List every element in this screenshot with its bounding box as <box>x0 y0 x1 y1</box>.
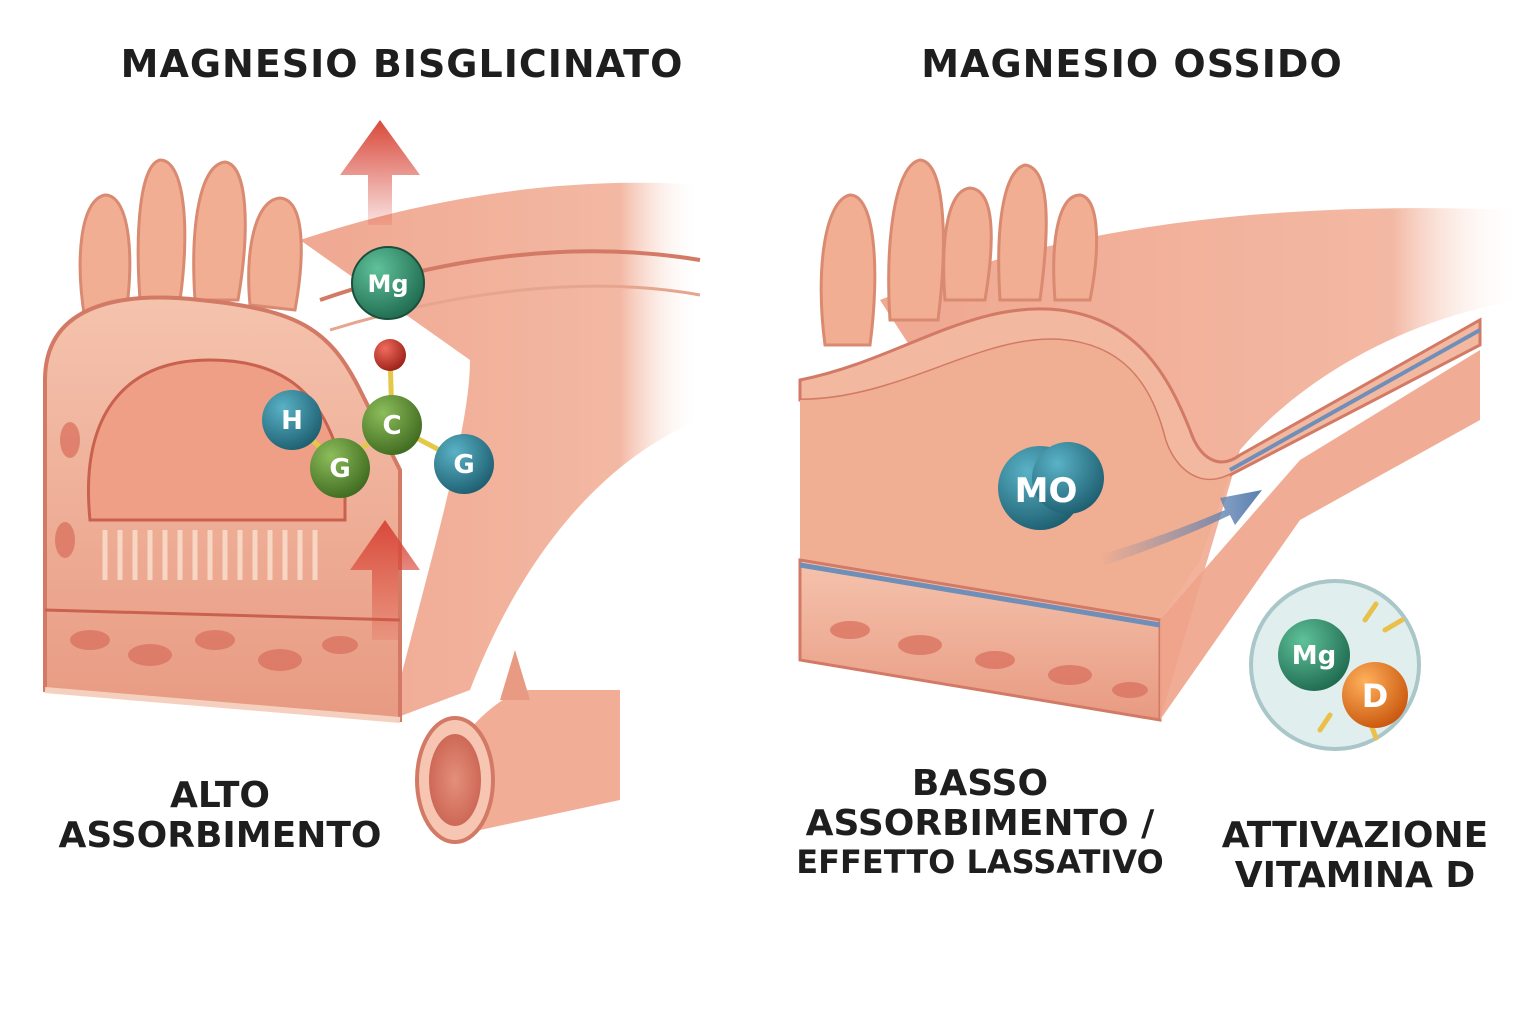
right-caption-line3: EFFETTO LASSATIVO <box>796 842 1164 881</box>
right-tissue-cells <box>830 621 1148 698</box>
svg-text:G: G <box>453 450 474 480</box>
right-caption-line2: ASSORBIMENTO / <box>805 803 1155 845</box>
mo-molecule: MO <box>998 442 1104 530</box>
left-villi <box>78 158 303 322</box>
left-caption: ALTO ASSORBIMENTO <box>40 775 400 857</box>
absorption-arrow-bottom <box>350 520 420 640</box>
left-title: MAGNESIO BISGLICINATO <box>120 42 684 86</box>
left-caption-line2: ASSORBIMENTO <box>58 815 382 857</box>
blood-vessel <box>415 650 620 844</box>
right-title: MAGNESIO OSSIDO <box>921 42 1343 86</box>
atom-c <box>362 395 422 455</box>
left-intestine-tube <box>300 182 700 721</box>
right-villi <box>819 158 1099 347</box>
svg-text:H: H <box>281 406 303 436</box>
svg-text:Mg: Mg <box>367 270 408 298</box>
vitamin-d-caption-line2: VITAMINA D <box>1234 855 1476 897</box>
left-tissue-cells <box>55 422 358 671</box>
oxygen-atom <box>374 339 406 371</box>
vitamin-d-caption-line1: ATTIVAZIONE <box>1221 815 1489 856</box>
svg-text:G: G <box>329 454 350 484</box>
left-microvilli <box>102 530 318 580</box>
svg-text:C: C <box>382 411 401 441</box>
absorption-arrow-top <box>340 120 420 225</box>
svg-text:MO: MO <box>1015 471 1078 511</box>
atom-g-left <box>310 438 370 498</box>
svg-text:D: D <box>1362 677 1389 715</box>
vitamin-d-caption: ATTIVAZIONE VITAMINA D <box>1205 815 1505 897</box>
right-caption-line1: BASSO <box>911 763 1049 804</box>
transit-arrow <box>1100 490 1262 565</box>
left-caption-line1: ALTO <box>169 775 270 816</box>
vitamin-d-ball <box>1342 662 1408 728</box>
svg-text:Mg: Mg <box>1292 641 1336 671</box>
mg-ion-left: Mg <box>351 246 425 320</box>
left-intestine-illustration <box>43 120 701 844</box>
atom-g-right <box>434 434 494 494</box>
right-caption: BASSO ASSORBIMENTO / EFFETTO LASSATIVO <box>770 763 1190 881</box>
vitamin-d-bubble: Mg D <box>1249 579 1421 751</box>
atom-h <box>262 390 322 450</box>
glycinate-molecule: H C G G <box>262 339 494 498</box>
mg-ion-vitd <box>1278 619 1350 691</box>
